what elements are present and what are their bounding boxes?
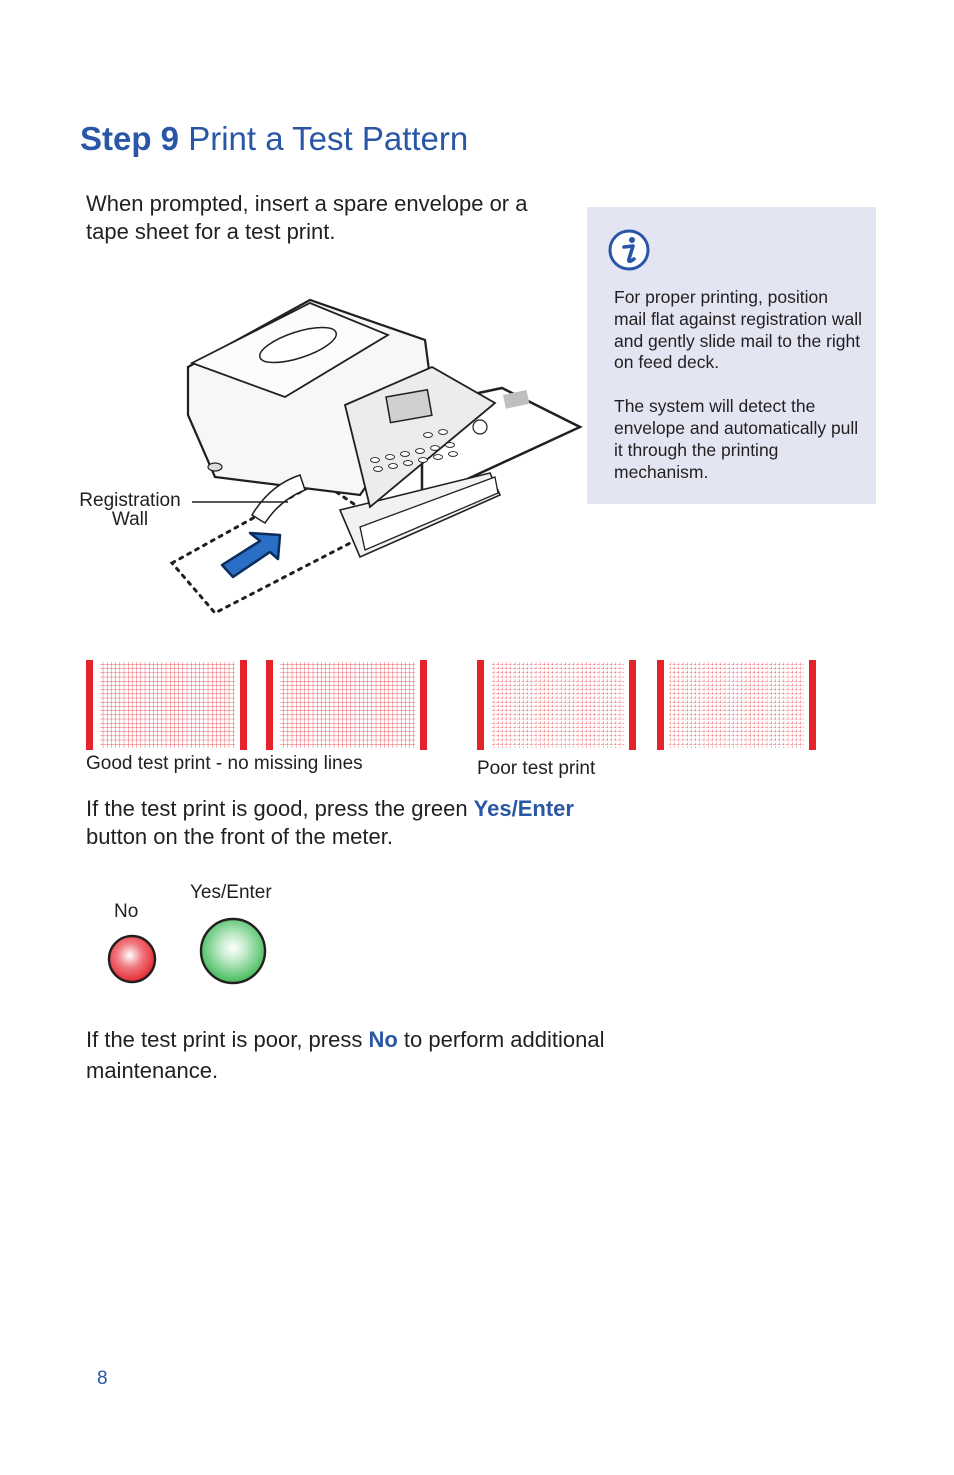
no-button-label: No	[114, 901, 139, 922]
postage-meter-illustration	[160, 295, 590, 625]
yes-enter-button[interactable]	[198, 916, 268, 991]
info-paragraph-positioning: For proper printing, position mail flat …	[614, 287, 863, 373]
page-title: Step 9 Print a Test Pattern	[80, 120, 468, 158]
good-print-instruction: If the test print is good, press the gre…	[86, 796, 574, 849]
page-number: 8	[97, 1368, 108, 1389]
yes-enter-button-label: Yes/Enter	[190, 882, 272, 903]
no-highlight: No	[368, 1027, 398, 1052]
info-icon	[607, 228, 651, 277]
step-title: Print a Test Pattern	[188, 120, 469, 157]
good-test-print-sample	[86, 660, 428, 755]
good-test-print-caption: Good test print - no missing lines	[86, 753, 363, 774]
poor-print-instruction: If the test print is poor, press No to p…	[86, 1027, 605, 1083]
poor-test-print-sample	[477, 660, 819, 755]
info-paragraph-detection: The system will detect the envelope and …	[614, 396, 859, 482]
info-box: For proper printing, position mail flat …	[587, 207, 876, 504]
yes-enter-highlight: Yes/Enter	[473, 796, 574, 821]
registration-wall-label: Registration Wall	[79, 490, 181, 530]
intro-text: When prompted, insert a spare envelope o…	[86, 191, 528, 244]
info-text: For proper printing, position mail flat …	[614, 287, 864, 483]
no-button[interactable]	[106, 933, 158, 990]
poor-test-print-caption: Poor test print	[477, 758, 596, 779]
step-number: Step 9	[80, 120, 180, 157]
